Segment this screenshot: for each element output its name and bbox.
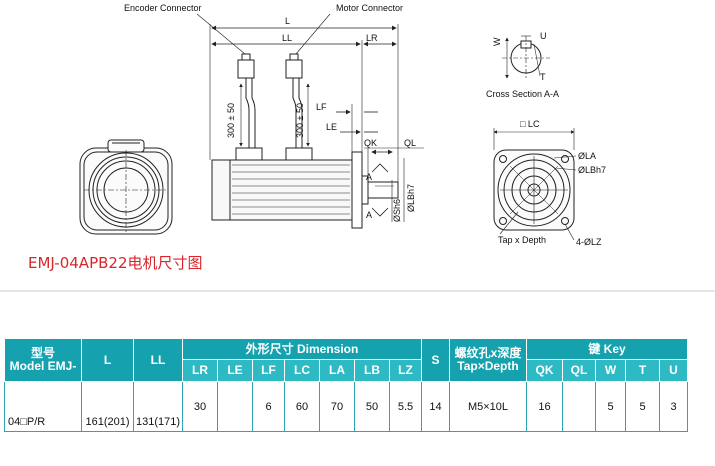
- cell-LF: 6: [252, 381, 285, 432]
- dim-QK-label: QK: [364, 138, 377, 148]
- dim-LE-label: LE: [326, 122, 337, 132]
- dim-LL-label: LL: [282, 33, 292, 43]
- S-header: S: [421, 338, 450, 382]
- cell-LZ: 5.5: [389, 381, 422, 432]
- LA-header: LA: [319, 359, 355, 382]
- cell-LB: 50: [354, 381, 390, 432]
- motor-dimension-drawing: Encoder Connector Motor Connector L LL L…: [79, 3, 606, 247]
- dim-QL-label: QL: [404, 138, 416, 148]
- W-header: W: [595, 359, 626, 382]
- cell-tap: M5×10L: [449, 381, 527, 432]
- cell-LC: 60: [284, 381, 320, 432]
- dim-L-label: L: [285, 16, 290, 26]
- encoder-connector-label: Encoder Connector: [124, 3, 202, 13]
- dim-LR-label: LR: [366, 33, 378, 43]
- cell-LE: [217, 381, 253, 432]
- cell-U: 3: [659, 381, 688, 432]
- cell-QK: 16: [526, 381, 563, 432]
- cable-length-label-2: 300 ± 50: [295, 103, 305, 138]
- dim-LF-label: LF: [316, 102, 327, 112]
- front-LB-label: ØLBh7: [578, 165, 606, 175]
- key-header: 键 Key: [526, 338, 688, 360]
- LE-header: LE: [217, 359, 253, 382]
- cell-LA: 70: [319, 381, 355, 432]
- section-A-bottom-label: A: [366, 210, 372, 220]
- rear-view: [79, 139, 173, 235]
- cross-section-view: [502, 35, 550, 80]
- table-header-row-1: 型号 Model EMJ- L LL 外形尺寸 Dimension S 螺纹孔x…: [4, 338, 688, 382]
- dimension-header: 外形尺寸 Dimension: [182, 338, 422, 360]
- QL-header: QL: [562, 359, 596, 382]
- spigot-dia-label: ØLBh7: [406, 184, 416, 212]
- cell-model: 04□P/R: [4, 381, 82, 432]
- LZ-header: LZ: [389, 359, 422, 382]
- section-A-top-label: A: [366, 172, 372, 182]
- cell-QL: [562, 381, 596, 432]
- motor-connector-label: Motor Connector: [336, 3, 403, 13]
- LF-header: LF: [252, 359, 285, 382]
- QK-header: QK: [526, 359, 563, 382]
- cell-T: 5: [625, 381, 660, 432]
- side-view: [196, 13, 424, 229]
- cross-W-label: W: [492, 37, 502, 46]
- LL-header: LL: [133, 338, 183, 382]
- front-tap-label: Tap x Depth: [498, 235, 546, 245]
- cell-W: 5: [595, 381, 626, 432]
- cell-L: 161(201): [81, 381, 134, 432]
- T-header: T: [625, 359, 660, 382]
- side-view-labels: Encoder Connector Motor Connector L LL L…: [124, 3, 416, 222]
- front-LA-label: ØLA: [578, 151, 596, 161]
- cell-LR: 30: [182, 381, 218, 432]
- tap-header: 螺纹孔x深度 Tap×Depth: [449, 338, 527, 382]
- cross-section-labels: W U T Cross Section A-A: [486, 31, 559, 99]
- cable-length-label-1: 300 ± 50: [226, 103, 236, 138]
- table-row: 04□P/R 161(201) 131(171) 30 6 60 70 50 5…: [4, 381, 688, 432]
- LC-header: LC: [284, 359, 320, 382]
- front-view: [493, 128, 577, 241]
- front-LC-label: □ LC: [520, 119, 540, 129]
- LB-header: LB: [354, 359, 390, 382]
- drawing-caption: EMJ-04APB22电机尺寸图: [28, 254, 203, 272]
- L-header: L: [81, 338, 134, 382]
- dimension-table: 型号 Model EMJ- L LL 外形尺寸 Dimension S 螺纹孔x…: [4, 338, 688, 432]
- section-divider: [0, 290, 715, 292]
- U-header: U: [659, 359, 688, 382]
- cross-U-label: U: [540, 31, 547, 41]
- cross-section-title: Cross Section A-A: [486, 89, 559, 99]
- front-view-labels: □ LC ØLA ØLBh7 Tap x Depth 4-ØLZ: [498, 119, 606, 247]
- front-LZ-label: 4-ØLZ: [576, 237, 602, 247]
- shaft-dia-label: ØSh6: [392, 199, 402, 222]
- cross-T-label: T: [540, 72, 546, 82]
- cell-LL: 131(171): [133, 381, 183, 432]
- table-header-row-2: LR LE LF LC LA LB LZ QK QL W T U: [5, 359, 688, 382]
- LR-header: LR: [182, 359, 218, 382]
- cell-S: 14: [421, 381, 450, 432]
- model-header: 型号 Model EMJ-: [4, 338, 82, 382]
